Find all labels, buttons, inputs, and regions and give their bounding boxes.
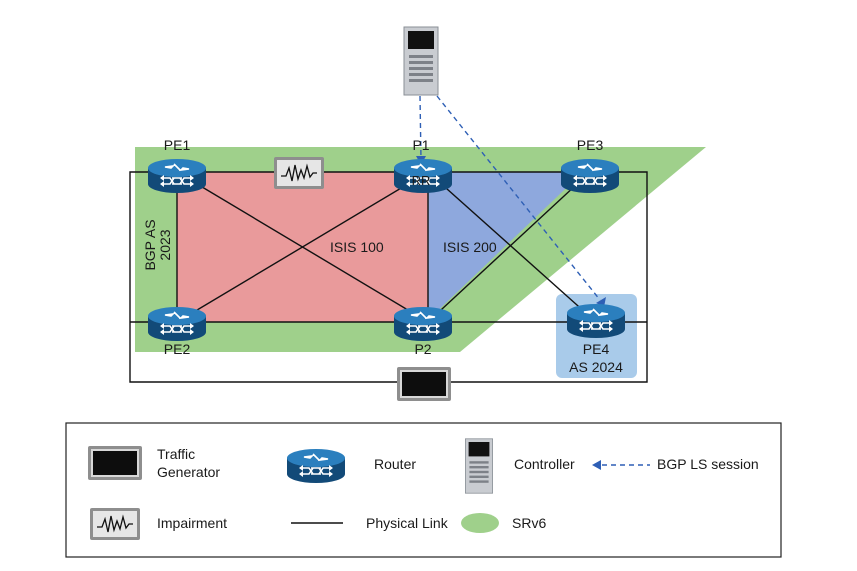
traffic-generator-monitor-icon[interactable] [397,367,451,401]
legend-bgp-ls-session-label: BGP LS session [657,456,759,472]
isis100-label: ISIS 100 [330,239,384,255]
legend-traffic-generator-icon [88,446,142,480]
node-label-p2: P2 [414,341,431,357]
router-pe2-icon[interactable] [147,306,207,342]
legend-impairment-icon [89,507,141,541]
node-label-pe2: PE2 [164,341,191,357]
router-pe4-icon[interactable] [566,303,626,339]
router-p2-icon[interactable] [393,306,453,342]
legend-controller-icon [464,438,494,494]
legend-srv6-label: SRv6 [512,515,546,531]
isis200-label: ISIS 200 [443,239,497,255]
legend-srv6-swatch [461,513,499,533]
controller-server-icon[interactable] [403,26,439,96]
node-label-p1: P1 [412,137,429,153]
node-label-pe1: PE1 [164,137,191,153]
bgp-ls-sessions [419,95,601,301]
legend-controller-label: Controller [514,456,575,472]
legend-router-icon [286,448,346,484]
legend-impairment-label: Impairment [157,515,227,531]
node-label-pe3: PE3 [577,137,604,153]
legend-box [65,422,782,558]
node-label-pe4: PE4 [583,341,610,357]
pe4-as-label: AS 2024 [569,359,623,375]
legend-session-arrowhead [592,460,601,470]
impairment-monitor-icon[interactable] [273,156,325,190]
router-pe3-icon[interactable] [560,158,620,194]
legend-traffic-generator-label-1: Traffic [157,446,195,462]
physical-links [129,171,648,383]
legend-traffic-generator-label-2: Generator [157,464,220,480]
router-pe1-icon[interactable] [147,158,207,194]
node-label-rr: RR [412,173,431,188]
bgp-as-label-line1: BGP AS [142,219,158,270]
bgp-as-label-line2: 2023 [157,229,173,260]
legend-physical-link-label: Physical Link [366,515,449,531]
isis200-area [428,172,583,320]
legend-router-label: Router [374,456,416,472]
